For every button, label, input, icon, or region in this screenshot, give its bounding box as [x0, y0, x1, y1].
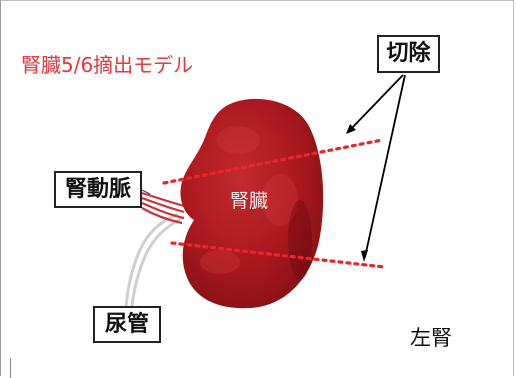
- kidney-label: 腎臓: [230, 190, 269, 212]
- cut-label: 切除: [386, 41, 431, 66]
- cut-arrows: [349, 74, 406, 258]
- frame-tick: [10, 358, 11, 378]
- arrowheads: [346, 124, 368, 262]
- cut-label-box: 切除: [377, 35, 440, 73]
- label-leaders: [141, 189, 151, 195]
- cut-lines: [162, 138, 386, 269]
- kidney-shadow: [288, 200, 312, 280]
- renal-artery-label: 腎動脈: [64, 176, 131, 202]
- figure-title: 腎臓5/6摘出モデル: [21, 53, 194, 77]
- ureter-tubes: [124, 212, 183, 307]
- renal-artery-vessels: [141, 191, 185, 225]
- renal-artery-label-box: 腎動脈: [54, 171, 142, 208]
- kidney-texture: [200, 126, 298, 274]
- ureter-label-box: 尿管: [93, 306, 161, 343]
- ureter-label: 尿管: [104, 311, 149, 337]
- left-kidney-label: 左腎: [410, 326, 452, 350]
